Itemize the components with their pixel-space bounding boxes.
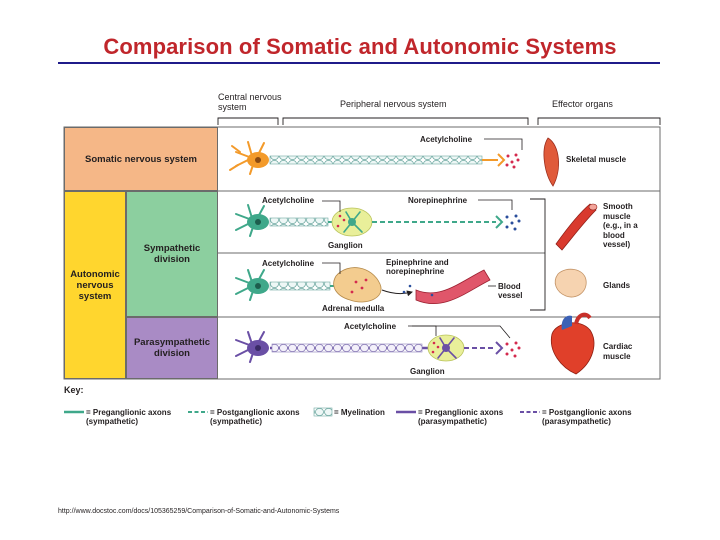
epi-norepi-label: Epinephrine and norepinephrine — [386, 258, 449, 276]
para-preganglionic-neuron — [235, 331, 430, 363]
key-item-para-pre: = Preganglionic axons (parasympathetic) — [418, 408, 504, 426]
ach-adrenal-label: Acetylcholine — [262, 259, 315, 268]
symp-ganglion — [331, 207, 373, 237]
ach-para-leader-2 — [412, 325, 511, 339]
blood-vessel-dots — [402, 284, 434, 297]
key-item-para-post: = Postganglionic axons (parasympathetic) — [542, 408, 632, 426]
adrenal-neuron — [235, 269, 346, 301]
para-ganglion — [427, 334, 465, 362]
page-title: Comparison of Somatic and Autonomic Syst… — [103, 34, 617, 59]
autonomic-label: Autonomic nervous system — [70, 268, 120, 302]
norepi-dots — [505, 214, 521, 231]
adrenal-dots — [350, 278, 368, 294]
skeletal-muscle-label: Skeletal muscle — [566, 155, 627, 164]
skeletal-muscle-shape — [543, 137, 559, 187]
ach-para-label: Acetylcholine — [344, 322, 397, 331]
blood-vessel-label: Blood vessel — [498, 282, 523, 300]
cardiac-muscle-shape — [550, 312, 595, 375]
sympathetic-cell: Sympathetic division — [126, 191, 218, 317]
header-brackets — [217, 117, 661, 125]
source-url: http://www.docstoc.com/docs/105365259/Co… — [58, 508, 340, 515]
ach-symp-leader — [322, 200, 341, 212]
glands-label: Glands — [603, 281, 631, 290]
sympathetic-label: Sympathetic division — [143, 243, 201, 265]
somatic-label: Somatic nervous system — [85, 153, 197, 165]
parasympathetic-cell: Parasympathetic division — [126, 317, 218, 379]
para-ganglion-dots — [431, 341, 440, 354]
somatic-nt-dots — [505, 153, 520, 169]
title-underline — [58, 62, 660, 64]
cardiac-muscle-label: Cardiac muscle — [603, 342, 633, 361]
symp-ganglion-dots — [336, 214, 346, 228]
header-effector: Effector organs — [552, 99, 613, 109]
ach-symp-label: Acetylcholine — [262, 196, 315, 205]
header-central: Central nervous system — [218, 92, 282, 112]
smooth-muscle-shape — [555, 203, 597, 251]
glands-shape — [554, 268, 587, 298]
smooth-muscle-label: Smooth muscle (e.g., in a blood vessel) — [603, 202, 638, 249]
key-item-symp-post: = Postganglionic axons (sympathetic) — [210, 408, 300, 426]
para-nt-dots — [505, 341, 521, 358]
sympathetic-effector-bracket — [530, 198, 546, 311]
somatic-neuron — [229, 141, 506, 175]
ganglion-symp-label: Ganglion — [328, 241, 363, 250]
header-peripheral: Peripheral nervous system — [340, 99, 447, 109]
central-bracket — [217, 117, 279, 125]
ach-para-leader — [408, 325, 437, 336]
key-item-myelination: = Myelination — [334, 408, 385, 417]
blood-vessel-shape — [415, 269, 491, 305]
key-symbols — [64, 407, 540, 417]
ach-somatic-leader — [484, 138, 523, 150]
parasympathetic-label: Parasympathetic division — [133, 337, 211, 359]
key-title: Key: — [64, 385, 84, 395]
symp-preganglionic-neuron — [235, 204, 336, 237]
somatic-cell: Somatic nervous system — [64, 127, 218, 191]
ach-adrenal-leader — [322, 262, 341, 274]
ganglion-para-label: Ganglion — [410, 367, 445, 376]
adrenal-release-arrow — [381, 289, 413, 297]
adrenal-medulla-label: Adrenal medulla — [322, 304, 385, 313]
key-item-symp-pre: = Preganglionic axons (sympathetic) — [86, 408, 172, 426]
norepinephrine-label: Norepinephrine — [408, 196, 468, 205]
ach-somatic-label: Acetylcholine — [420, 135, 473, 144]
effector-bracket — [537, 117, 661, 125]
adrenal-medulla-shape — [333, 267, 382, 303]
norepi-leader — [478, 199, 513, 210]
peripheral-bracket — [282, 117, 529, 125]
